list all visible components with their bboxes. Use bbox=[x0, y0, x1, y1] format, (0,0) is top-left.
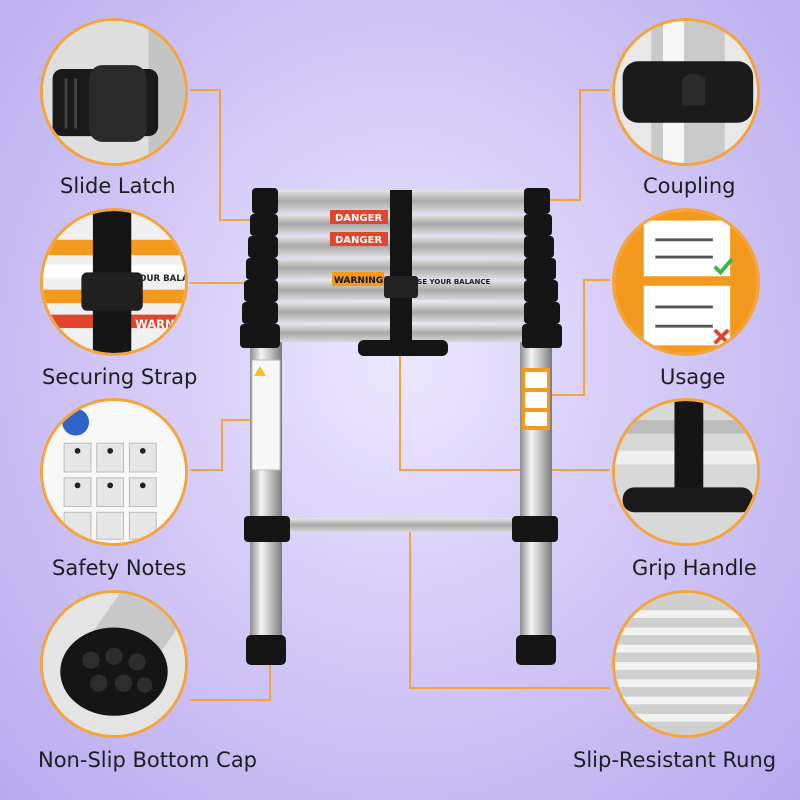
closeup-buckle bbox=[81, 272, 143, 311]
check-icon bbox=[713, 257, 734, 276]
safety-notes-label: Safety Notes bbox=[52, 556, 187, 580]
info-icon bbox=[62, 408, 90, 436]
cap-base bbox=[60, 627, 168, 716]
bottom-cap-closeup bbox=[40, 590, 188, 738]
right-foot bbox=[516, 635, 556, 665]
telescopic-ladder: DANGER DANGER WARNING CLOSE YOUR BALANCE bbox=[240, 188, 562, 665]
safety-sticker-pole bbox=[251, 359, 281, 471]
danger-sticker-2 bbox=[330, 232, 388, 246]
grip-handle-label: Grip Handle bbox=[632, 556, 757, 580]
connector-coupling bbox=[530, 89, 610, 201]
closeup-handle-strap bbox=[674, 401, 704, 497]
warning-sticker bbox=[332, 272, 384, 286]
slide-latch-label: Slide Latch bbox=[60, 174, 176, 198]
bottom-rung bbox=[260, 518, 542, 532]
connector-usage bbox=[545, 279, 610, 396]
slide-latch-closeup bbox=[40, 18, 188, 166]
left-rung-coupling bbox=[244, 516, 290, 542]
connector-rung bbox=[409, 530, 610, 689]
strap-buckle bbox=[384, 276, 418, 298]
grip-handle bbox=[358, 340, 448, 356]
safety-notes-closeup bbox=[40, 398, 188, 546]
warning-text: WARNING bbox=[334, 276, 383, 286]
danger-text-1: DANGER bbox=[335, 213, 382, 224]
svg-text:WARN: WARN bbox=[135, 317, 175, 331]
left-foot bbox=[246, 635, 286, 665]
securing-strap-label: Securing Strap bbox=[42, 365, 198, 389]
danger-sticker-1 bbox=[330, 210, 388, 224]
connector-bottom-cap bbox=[190, 660, 271, 701]
securing-strap-closeup: YOUR BALANCE WARN bbox=[40, 208, 188, 356]
usage-label: Usage bbox=[660, 365, 726, 389]
cross-icon bbox=[713, 328, 730, 345]
right-rung-coupling bbox=[512, 516, 558, 542]
svg-text:YOUR BALANCE: YOUR BALANCE bbox=[132, 274, 185, 284]
strap bbox=[390, 190, 412, 340]
coupling-closeup bbox=[612, 18, 760, 166]
connector-safety-notes bbox=[190, 419, 250, 471]
usage-closeup bbox=[612, 208, 760, 356]
slip-resistant-rung-label: Slip-Resistant Rung bbox=[573, 748, 777, 772]
grip-handle-closeup bbox=[612, 398, 760, 546]
danger-text-2: DANGER bbox=[335, 235, 382, 246]
bottom-cap-label: Non-Slip Bottom Cap bbox=[38, 748, 258, 772]
rung-closeup bbox=[612, 590, 760, 738]
coupling-label: Coupling bbox=[643, 174, 736, 198]
closeup-handle bbox=[622, 487, 754, 513]
close-balance-text: CLOSE YOUR BALANCE bbox=[402, 278, 490, 286]
